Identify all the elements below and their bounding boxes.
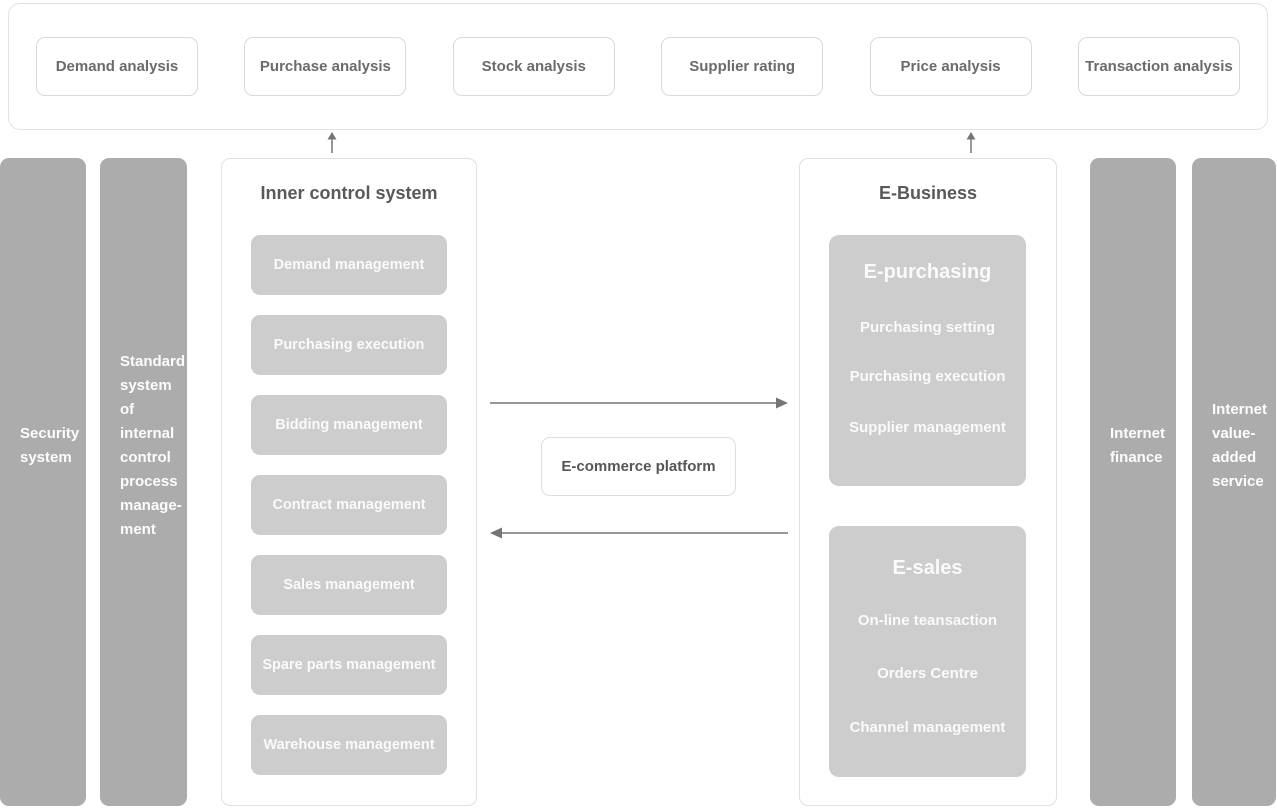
inner-control-item-label: Sales management <box>283 577 415 593</box>
e-sales-item: Orders Centre <box>877 665 978 682</box>
ecommerce-platform-box: E-commerce platform <box>541 437 736 496</box>
inner-control-item: Demand management <box>251 235 447 295</box>
analysis-box-purchase: Purchase analysis <box>244 37 407 96</box>
analysis-panel: Demand analysis Purchase analysis Stock … <box>8 3 1268 130</box>
e-purchasing-box: E-purchasing Purchasing setting Purchasi… <box>829 235 1026 486</box>
bar-label: Internet finance <box>1110 425 1166 466</box>
bar-standard-system: Standard system of internal control proc… <box>100 158 187 806</box>
inner-control-item-label: Spare parts management <box>262 657 436 673</box>
inner-control-item: Purchasing execution <box>251 315 447 375</box>
e-purchasing-item: Purchasing setting <box>859 319 996 336</box>
e-purchasing-title: E-purchasing <box>863 261 992 283</box>
inner-control-item: Contract management <box>251 475 447 535</box>
inner-control-item: Bidding management <box>251 395 447 455</box>
analysis-box-label: Demand analysis <box>55 58 179 75</box>
panel-title: Inner control system <box>260 183 438 203</box>
analysis-box-label: Price analysis <box>900 58 1001 75</box>
e-sales-item: On-line teansaction <box>857 612 998 629</box>
e-purchasing-item: Supplier management <box>849 419 1006 436</box>
bar-label: Internet value- added service <box>1212 401 1268 490</box>
inner-control-item-label: Warehouse management <box>263 737 435 753</box>
analysis-box-label: Supplier rating <box>689 58 796 75</box>
analysis-box-price: Price analysis <box>869 37 1032 96</box>
analysis-box-label: Purchase analysis <box>259 58 391 75</box>
inner-control-item-label: Bidding management <box>275 417 423 433</box>
analysis-box-transaction: Transaction analysis <box>1077 37 1240 96</box>
bar-internet-finance: Internet finance <box>1090 158 1176 806</box>
e-sales-title: E-sales <box>892 557 963 579</box>
inner-control-item: Sales management <box>251 555 447 615</box>
up-arrow-icon <box>327 132 337 153</box>
inner-control-item-label: Demand management <box>273 257 425 273</box>
ecommerce-platform-label: E-commerce platform <box>561 458 716 475</box>
bar-label: Security system <box>20 425 80 466</box>
e-sales-item: Channel management <box>849 719 1006 736</box>
analysis-box-stock: Stock analysis <box>452 37 615 96</box>
bar-label: Standard system of internal control proc… <box>120 353 186 538</box>
up-arrow-icon <box>966 132 976 153</box>
analysis-box-label: Stock analysis <box>481 58 586 75</box>
analysis-box-label: Transaction analysis <box>1085 58 1233 75</box>
inner-control-item-label: Purchasing execution <box>273 337 425 353</box>
e-purchasing-item: Purchasing execution <box>849 368 1006 385</box>
analysis-box-demand: Demand analysis <box>36 37 198 96</box>
bar-internet-value-added: Internet value- added service <box>1192 158 1276 806</box>
ebusiness-panel: E-Business E-purchasing Purchasing setti… <box>799 158 1057 806</box>
inner-control-item: Warehouse management <box>251 715 447 775</box>
inner-control-system-panel: Inner control system Demand management P… <box>221 158 477 806</box>
panel-title: E-Business <box>878 183 978 203</box>
right-arrow-icon <box>490 397 788 409</box>
e-sales-box: E-sales On-line teansaction Orders Centr… <box>829 526 1026 777</box>
left-arrow-icon <box>490 527 788 539</box>
inner-control-item: Spare parts management <box>251 635 447 695</box>
inner-control-item-label: Contract management <box>272 497 426 513</box>
bar-security-system: Security system <box>0 158 86 806</box>
analysis-box-supplier-rating: Supplier rating <box>661 37 824 96</box>
